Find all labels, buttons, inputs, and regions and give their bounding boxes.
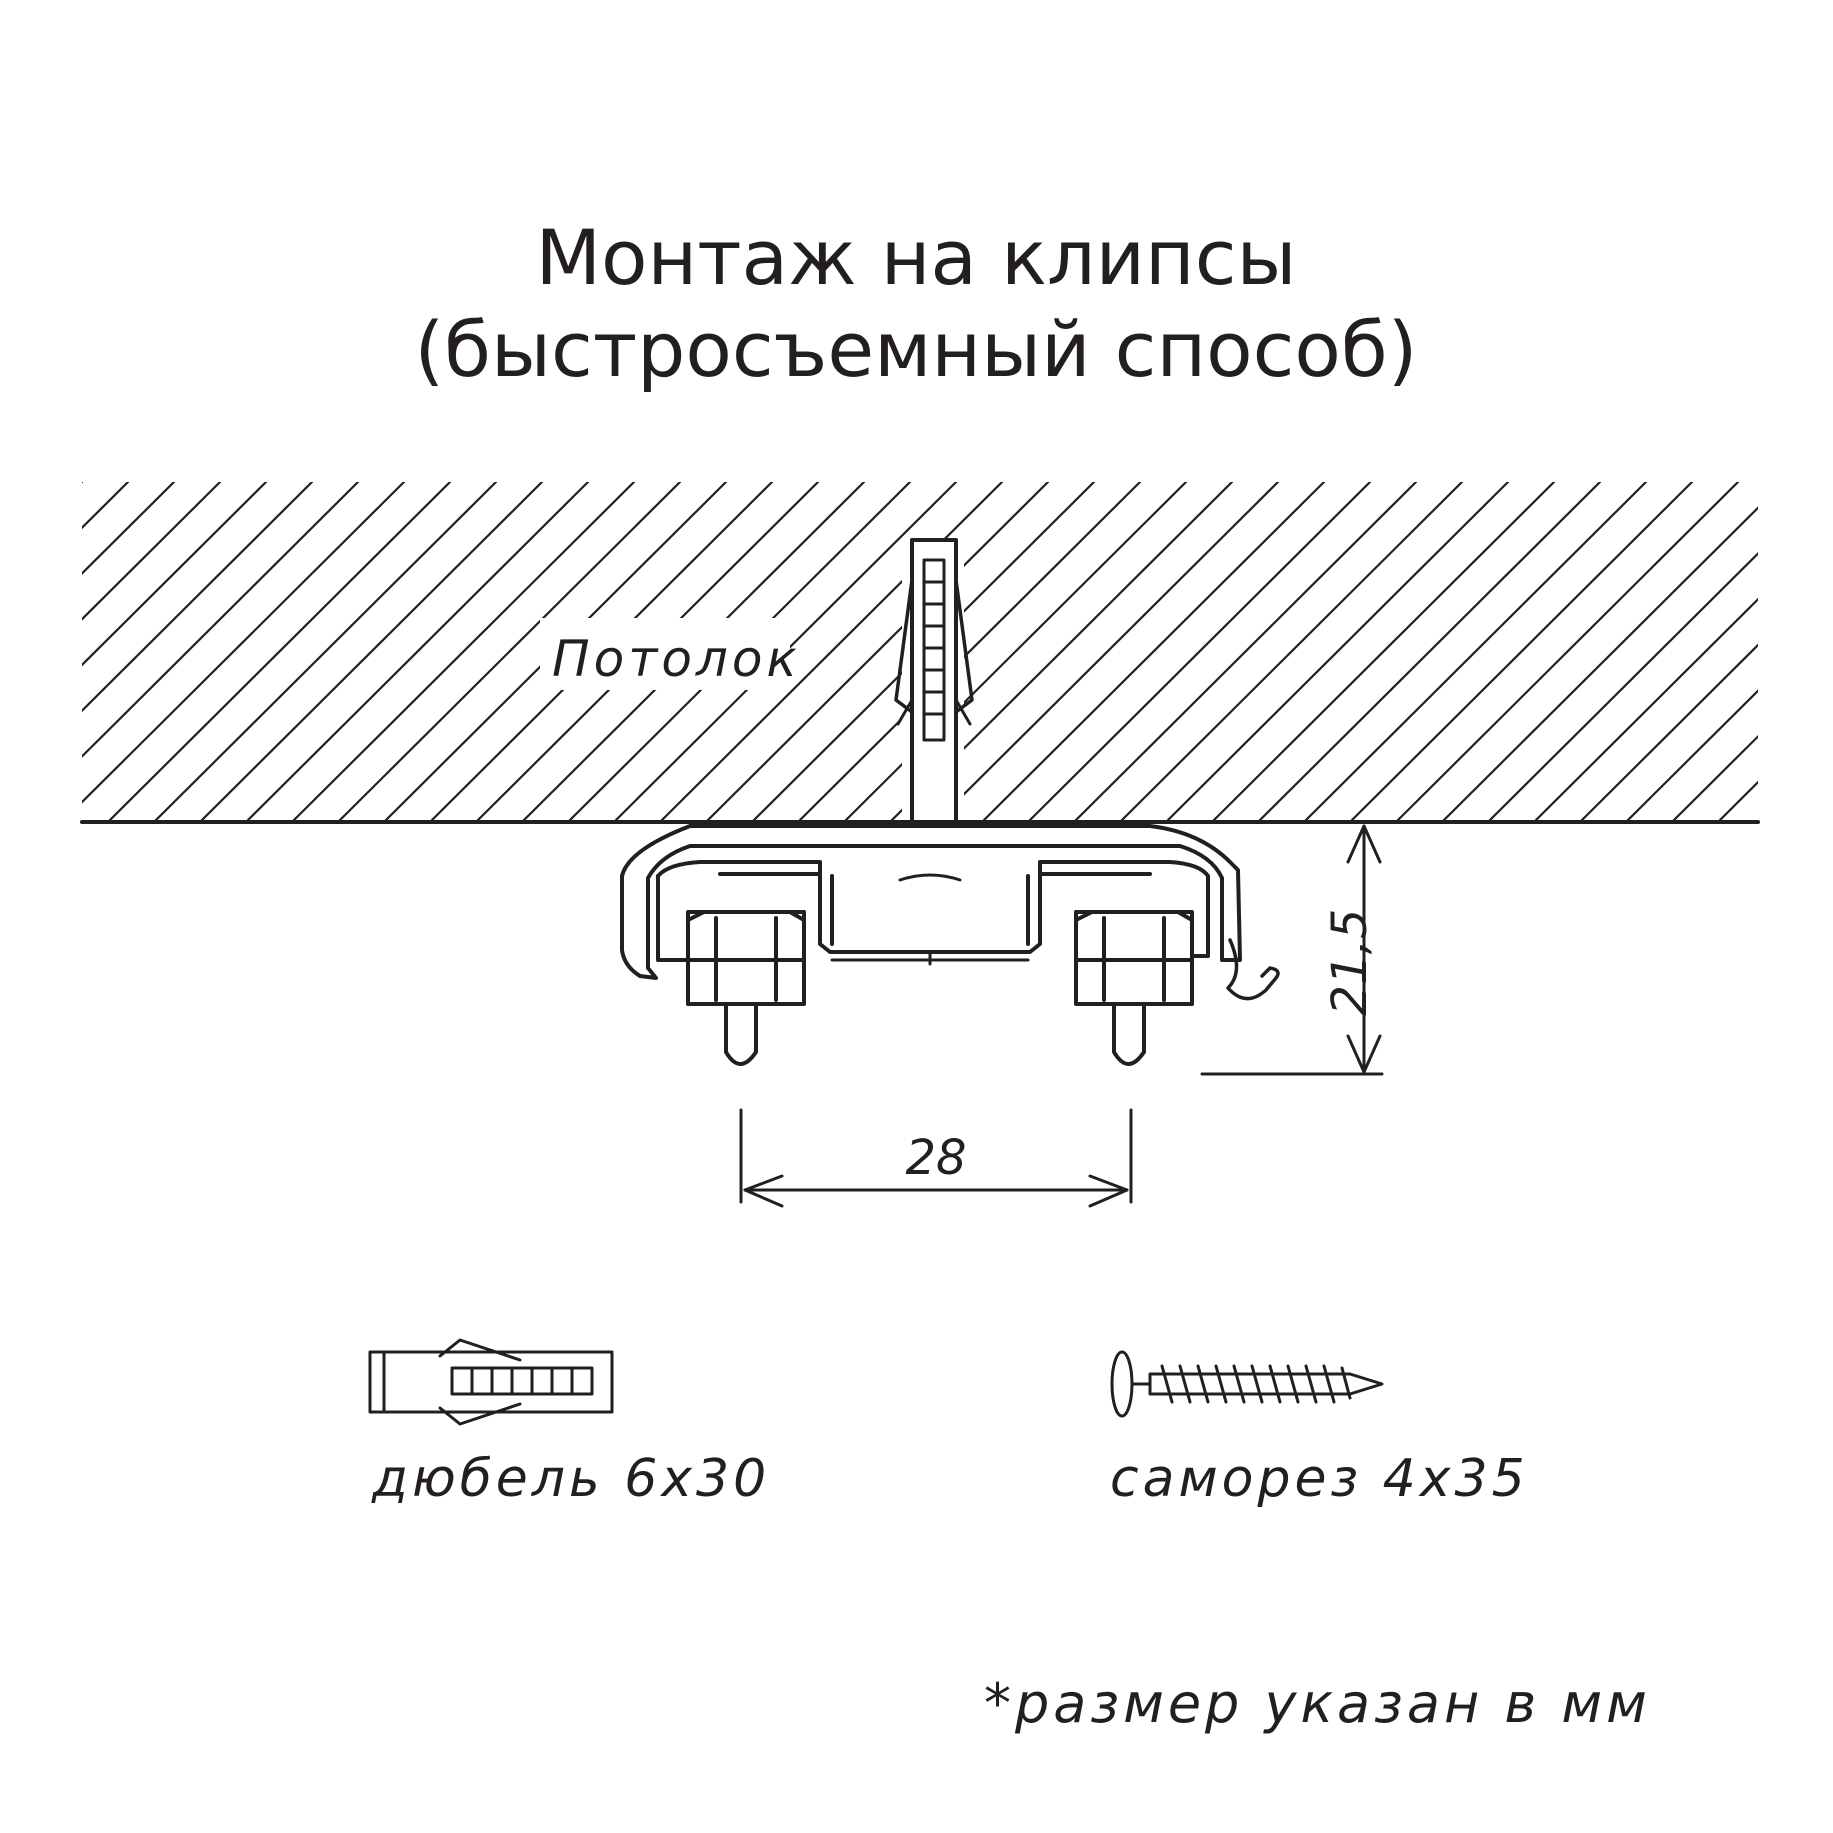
dowel-icon — [368, 1338, 614, 1426]
title-line-2: (быстросъемный способ) — [415, 305, 1418, 394]
screw-icon — [1110, 1350, 1384, 1418]
title-line-1: Монтаж на клипсы — [535, 213, 1296, 302]
hatch-line — [982, 482, 1326, 820]
hatch-line — [246, 482, 590, 820]
hatch-line — [1488, 552, 1758, 820]
hatch-line — [1120, 482, 1464, 820]
hatch-line — [844, 482, 1188, 820]
hatch-line — [292, 482, 636, 820]
screw-label: саморез 4х35 — [1110, 1449, 1529, 1509]
hatch-line — [82, 482, 406, 804]
hatch-line — [82, 482, 176, 576]
hatch-line — [1534, 597, 1758, 820]
hatch-line — [1396, 482, 1740, 820]
height-dimension — [1200, 824, 1384, 1076]
width-dimension — [739, 1108, 1133, 1208]
hatch-line — [1258, 482, 1602, 820]
curtain-rail-profile — [620, 824, 1280, 1066]
hatch-line — [82, 482, 130, 530]
hatch-line — [1350, 482, 1694, 820]
hatch-line — [798, 482, 1142, 820]
runner-left — [686, 910, 806, 1066]
hatch-line — [1766, 482, 1833, 820]
hatch-line — [108, 482, 452, 820]
hatch-line — [1580, 643, 1758, 820]
hatch-line — [936, 482, 1280, 820]
hatch-line — [82, 482, 268, 667]
hatch-line — [1212, 482, 1556, 820]
hatch-line — [82, 482, 222, 621]
runner-right — [1074, 910, 1194, 1066]
hatch-line — [1672, 734, 1758, 820]
units-footnote: *размер указан в мм — [984, 1672, 1651, 1735]
hatch-line — [154, 482, 498, 820]
dowel-label: дюбель 6х30 — [371, 1449, 770, 1509]
ceiling-label-mask — [540, 618, 790, 690]
hatch-line — [82, 482, 360, 758]
installed-dowel — [894, 538, 974, 826]
hatch-line — [1074, 482, 1418, 820]
ceiling-label: Потолок — [552, 630, 801, 688]
hatch-line — [1626, 689, 1758, 820]
hatch-line — [82, 482, 314, 713]
hatch-line — [1166, 482, 1510, 820]
hatch-line — [1442, 506, 1758, 820]
height-dimension-label: 21,5 — [1322, 909, 1378, 1016]
hatch-line — [200, 482, 544, 820]
hatch-line — [1718, 780, 1758, 820]
hatch-line — [1304, 482, 1648, 820]
hatch-line — [338, 482, 682, 820]
hatch-line — [82, 482, 84, 484]
width-dimension-label: 28 — [905, 1130, 966, 1186]
hatch-line — [706, 482, 1050, 820]
hatch-line — [1028, 482, 1372, 820]
